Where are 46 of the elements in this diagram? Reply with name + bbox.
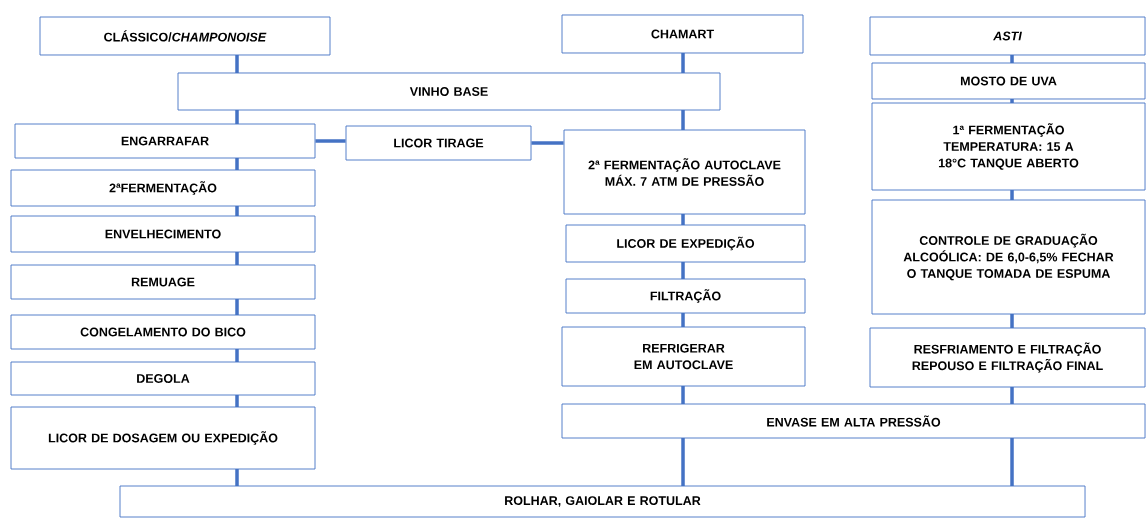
connector-line <box>1010 387 1014 404</box>
connector-line <box>235 469 239 486</box>
connector-line <box>235 395 239 407</box>
process-box: ENGARRAFAR <box>14 123 316 159</box>
process-box: CHAMART <box>561 14 804 54</box>
connector-line <box>1010 190 1014 200</box>
connector-line <box>235 299 239 315</box>
connector-line <box>1010 438 1014 486</box>
connector-line <box>681 262 685 279</box>
connector-line <box>235 110 239 124</box>
process-box: 2ªFERMENTAÇÃO <box>10 169 316 207</box>
process-box: ENVELHECIMENTO <box>10 215 316 253</box>
process-box: REMUAGE <box>10 264 316 300</box>
connector-line <box>235 206 239 216</box>
process-box: LICOR DE EXPEDIÇÃO <box>565 224 806 263</box>
connector-line <box>681 386 685 404</box>
connector-line <box>1010 99 1014 103</box>
connector-line <box>235 158 239 170</box>
connector-line <box>1010 55 1014 63</box>
connector-line <box>235 55 239 73</box>
connector-line <box>235 252 239 265</box>
process-box: ROLHAR, GAIOLAR E ROTULAR <box>119 485 1086 518</box>
connector-line <box>681 110 685 130</box>
process-box: CLÁSSICO/CHAMPONOISE <box>39 16 331 56</box>
connector-line <box>681 214 685 225</box>
process-box: 2ª FERMENTAÇÃO AUTOCLAVE MÁX. 7 ATM DE PRESSÃO <box>563 129 806 215</box>
connector-line <box>1010 314 1014 328</box>
connector-line <box>315 139 346 143</box>
process-box: ASTI <box>869 16 1146 56</box>
process-box: REFRIGERAR EM AUTOCLAVE <box>561 326 806 387</box>
connector-line <box>681 53 685 73</box>
process-box: CONGELAMENTO DO BICO <box>10 314 316 350</box>
process-box: VINHO BASE <box>177 72 721 111</box>
process-box: DEGOLA <box>10 361 316 396</box>
process-box: LICOR TIRAGE <box>345 125 532 161</box>
connector-line <box>681 313 685 327</box>
connector-line <box>531 141 564 145</box>
process-box: MOSTO DE UVA <box>871 62 1146 100</box>
connector-line <box>235 349 239 362</box>
process-box: ENVASE EM ALTA PRESSÃO <box>561 403 1146 439</box>
process-box: CONTROLE DE GRADUAÇÃO ALCOÓLICA: DE 6,0-6,5% FECHAR O TANQUE TOMADA DE ESPUMA <box>871 199 1146 315</box>
connector-line <box>681 438 685 486</box>
process-box: RESFRIAMENTO E FILTRAÇÃO REPOUSO E FILTRAÇÃO FINAL <box>869 327 1146 388</box>
process-box: LICOR DE DOSAGEM OU EXPEDIÇÃO <box>10 406 316 470</box>
process-box: 1ª FERMENTAÇÃO TEMPERATURA: 15 A 18°C TANQUE ABERTO <box>871 102 1146 191</box>
process-box: FILTRAÇÃO <box>565 278 806 314</box>
